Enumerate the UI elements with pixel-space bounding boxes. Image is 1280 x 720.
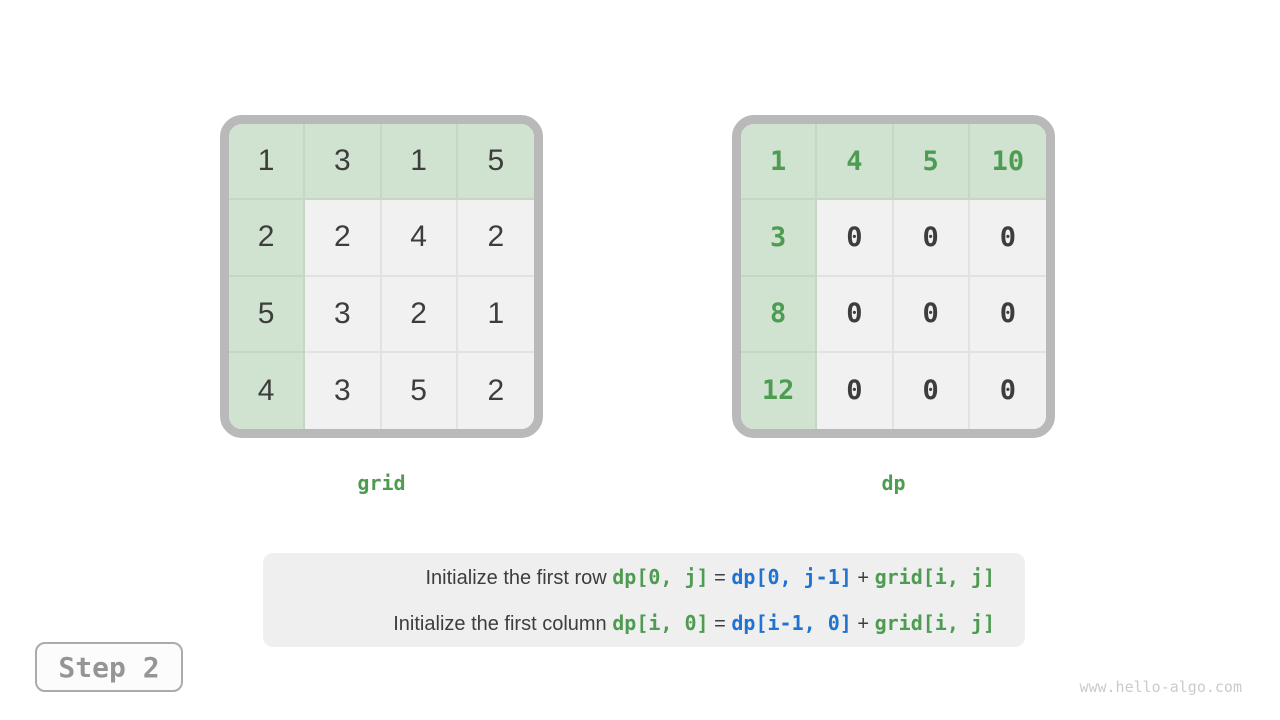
- matrix-cell-grid-1-1: 2: [305, 200, 382, 277]
- matrix-cell-dp-2-3: 0: [969, 276, 1046, 353]
- caption-box: Initialize the first row dp[0, j] = dp[0…: [263, 553, 1025, 647]
- matrix-cell-dp-3-2: 0: [893, 352, 970, 429]
- matrix-cell-grid-3-3: 2: [457, 352, 534, 429]
- caption-code: dp[i, 0]: [612, 611, 709, 635]
- matrix-cell-grid-1-3: 2: [457, 200, 534, 277]
- matrix-cell-dp-0-3: 10: [969, 124, 1046, 201]
- caption-line-2: Initialize the first column dp[i, 0] = d…: [263, 601, 995, 647]
- matrix-cell-dp-1-3: 0: [969, 200, 1046, 277]
- matrix-cell-grid-3-1: 3: [305, 352, 382, 429]
- caption-line-1: Initialize the first row dp[0, j] = dp[0…: [263, 555, 996, 601]
- caption-text: Initialize the first column: [393, 613, 613, 635]
- matrix-cell-dp-0-2: 5: [893, 124, 970, 201]
- caption-text: =: [708, 613, 732, 635]
- matrix-cell-grid-2-1: 3: [305, 276, 382, 353]
- caption-text: =: [708, 567, 732, 589]
- step-badge: Step 2: [35, 642, 183, 692]
- caption-text: +: [851, 567, 875, 589]
- watermark: www.hello-algo.com: [1079, 678, 1242, 696]
- matrix-cell-dp-0-0: 1: [741, 124, 818, 201]
- caption-text: Initialize the first row: [425, 567, 613, 589]
- matrix-cell-dp-2-2: 0: [893, 276, 970, 353]
- matrix-cell-dp-3-1: 0: [817, 352, 894, 429]
- matrix-cell-dp-3-3: 0: [969, 352, 1046, 429]
- matrix-cell-dp-1-2: 0: [893, 200, 970, 277]
- matrix-cell-grid-2-3: 1: [457, 276, 534, 353]
- matrix-cell-dp-0-1: 4: [817, 124, 894, 201]
- matrix-cell-grid-1-2: 4: [381, 200, 458, 277]
- matrix-cell-grid-1-0: 2: [229, 200, 306, 277]
- matrix-cell-dp-2-1: 0: [817, 276, 894, 353]
- matrix-cell-dp-1-0: 3: [741, 200, 818, 277]
- caption-code: grid[i, j]: [874, 611, 995, 635]
- matrix-cell-grid-0-1: 3: [305, 124, 382, 201]
- matrix-cell-dp-3-0: 12: [741, 352, 818, 429]
- matrix-cell-dp-2-0: 8: [741, 276, 818, 353]
- grid-label: grid: [357, 471, 406, 495]
- matrix-cell-grid-0-0: 1: [229, 124, 306, 201]
- matrix-cell-grid-2-0: 5: [229, 276, 306, 353]
- matrix-cell-grid-2-2: 2: [381, 276, 458, 353]
- matrix-cell-grid-3-2: 5: [381, 352, 458, 429]
- matrix-cell-grid-0-3: 5: [457, 124, 534, 201]
- caption-code: dp[0, j-1]: [731, 565, 852, 589]
- dp-label: dp: [881, 471, 906, 495]
- step-label: Step 2: [58, 650, 160, 684]
- matrix-cell-grid-0-2: 1: [381, 124, 458, 201]
- matrix-cell-dp-1-1: 0: [817, 200, 894, 277]
- caption-code: dp[i-1, 0]: [731, 611, 852, 635]
- caption-code: dp[0, j]: [612, 565, 709, 589]
- caption-text: +: [851, 613, 875, 635]
- matrix-cell-grid-3-0: 4: [229, 352, 306, 429]
- caption-code: grid[i, j]: [874, 565, 995, 589]
